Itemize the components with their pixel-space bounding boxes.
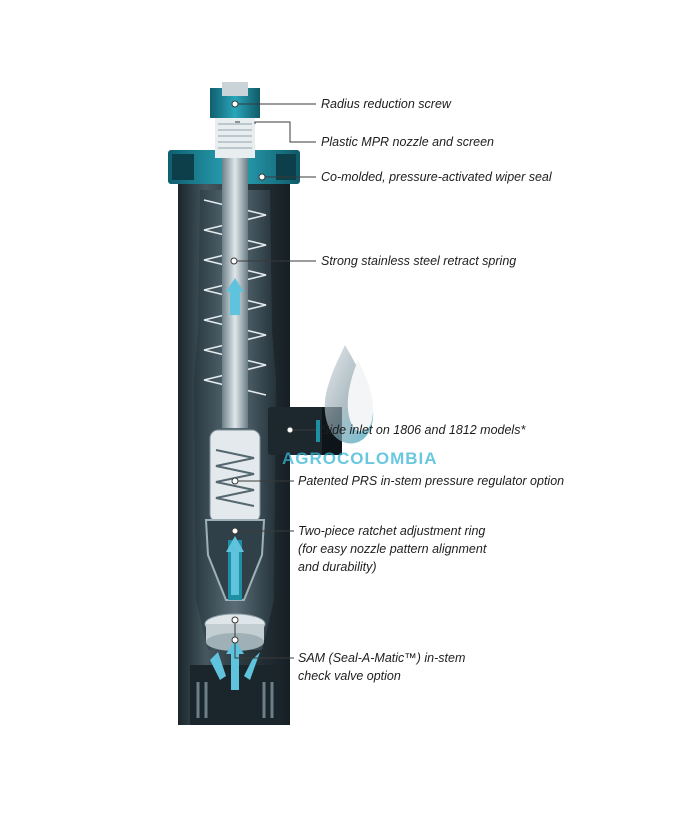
callout-side-inlet: Side inlet on 1806 and 1812 models* (321, 421, 525, 439)
callout-line: and durability) (298, 560, 377, 574)
callout-line: Co-molded, pressure-activated wiper seal (321, 170, 552, 184)
leader-lines (234, 103, 316, 659)
leader-dots (230, 100, 294, 644)
callout-line: check valve option (298, 669, 401, 683)
callout-line: Patented PRS in-stem pressure regulator … (298, 474, 565, 488)
callout-line: SAM (Seal-A-Matic™) in-stem (298, 651, 466, 665)
callout-line: Side inlet on 1806 and 1812 models* (321, 423, 526, 437)
callout-sam-valve: SAM (Seal-A-Matic™) in-stem check valve … (298, 649, 465, 685)
callout-wiper-seal: Co-molded, pressure-activated wiper seal (321, 168, 552, 186)
riser-stem (210, 82, 260, 428)
callout-prs-regulator: Patented PRS in-stem pressure regulator … (298, 472, 564, 490)
callout-line: Two-piece ratchet adjustment ring (298, 524, 486, 538)
callout-mpr-nozzle: Plastic MPR nozzle and screen (321, 133, 494, 151)
watermark-logo (324, 345, 374, 444)
callout-radius-screw: Radius reduction screw (321, 95, 451, 113)
callout-line: Strong stainless steel retract spring (321, 254, 517, 268)
callout-line: (for easy nozzle pattern alignment (298, 542, 487, 556)
callout-retract-spring: Strong stainless steel retract spring (321, 252, 516, 270)
water-flow-arrows (210, 278, 260, 690)
callout-line: Radius reduction screw (321, 97, 451, 111)
callout-line: Plastic MPR nozzle and screen (321, 135, 494, 149)
watermark-text: AGROCOLOMBIA (282, 449, 438, 468)
callout-ratchet-ring: Two-piece ratchet adjustment ring (for e… (298, 522, 486, 576)
pressure-regulator (209, 429, 261, 523)
